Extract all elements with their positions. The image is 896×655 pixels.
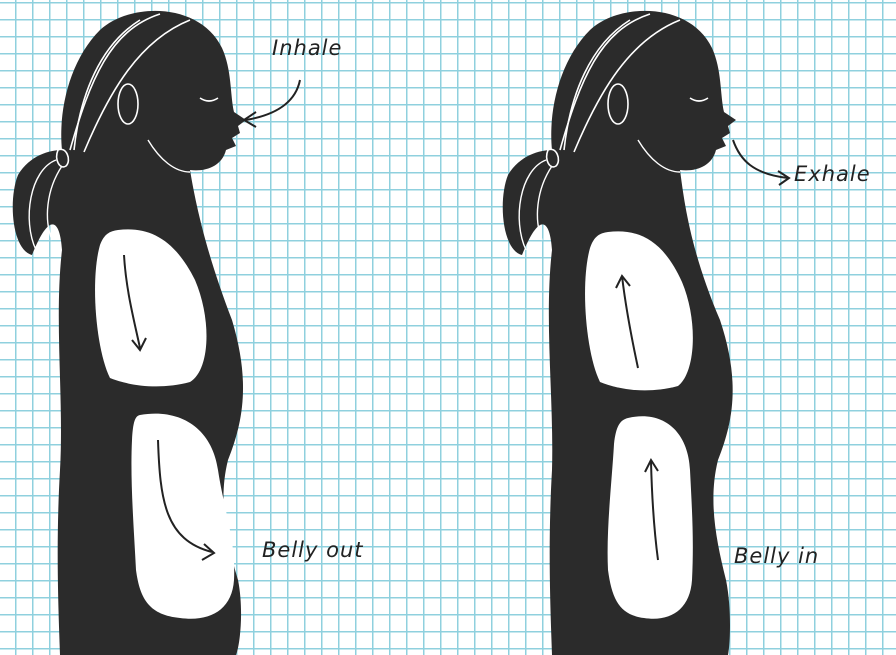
exhale-label: Exhale (794, 162, 871, 186)
exhale-belly-cavity (608, 416, 693, 618)
exhale-figure-drawing (448, 0, 896, 655)
inhale-figure-drawing (0, 0, 448, 655)
belly-in-label: Belly in (734, 544, 819, 568)
belly-out-label: Belly out (262, 538, 364, 562)
inhale-label: Inhale (272, 36, 342, 60)
exhale-figure: Exhale Belly in (448, 0, 896, 655)
inhale-figure: Inhale Belly out (0, 0, 448, 655)
